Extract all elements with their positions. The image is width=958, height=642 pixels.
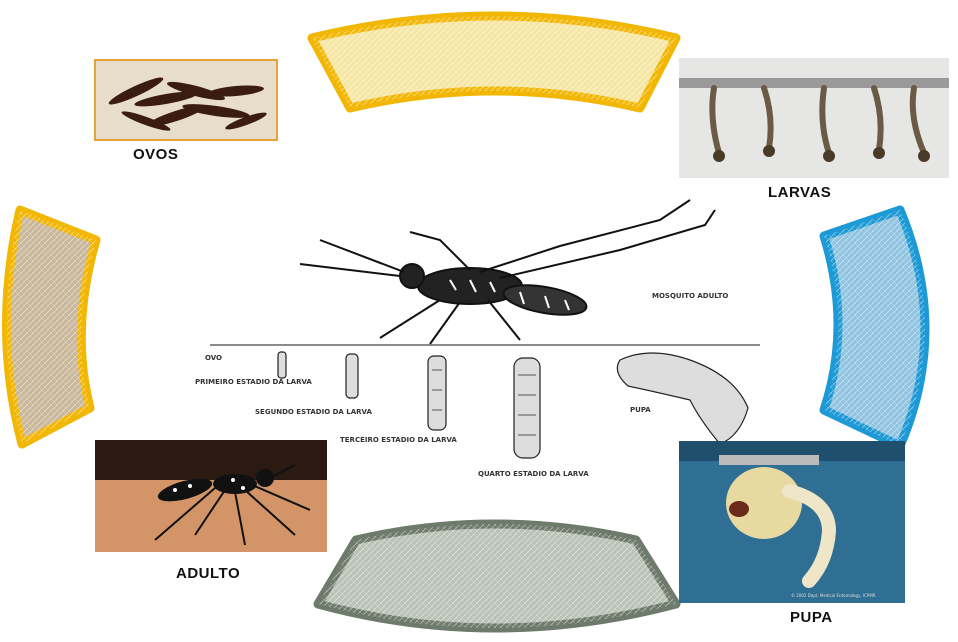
larvae-photo [679,58,949,178]
eggs-label: OVOS [133,146,178,163]
eggs-image [96,61,276,139]
egg-label: OVO [205,354,222,362]
adult-mosquito-drawing [300,200,715,344]
third-instar-label: TERCEIRO ESTADIO DA LARVA [340,436,457,444]
arc-band-right [824,210,925,446]
arc-band-bottom [318,524,676,628]
larvae-label: LARVAS [768,184,831,201]
second-instar-label: SEGUNDO ESTADIO DA LARVA [255,408,372,416]
arc-band-left [6,210,96,444]
arc-band-top [312,16,676,108]
adult-image [95,440,327,552]
first-instar-label: PRIMEIRO ESTADIO DA LARVA [195,378,312,386]
eggs-photo [94,59,278,141]
adult-mosquito-label: MOSQUITO ADULTO [652,292,728,300]
adult-photo [95,440,327,552]
pupa-diagram-label: PUPA [630,406,651,414]
pupa-photo: © 2002 Dept. Medical Entomology, ICPMR [679,441,905,603]
pupa-image: © 2002 Dept. Medical Entomology, ICPMR [679,441,905,603]
adult-label: ADULTO [176,565,240,582]
fourth-instar-label: QUARTO ESTADIO DA LARVA [478,470,589,478]
photo-credit: © 2002 Dept. Medical Entomology, ICPMR [791,593,876,598]
pupa-label: PUPA [790,609,833,626]
larvae-image [679,58,949,178]
